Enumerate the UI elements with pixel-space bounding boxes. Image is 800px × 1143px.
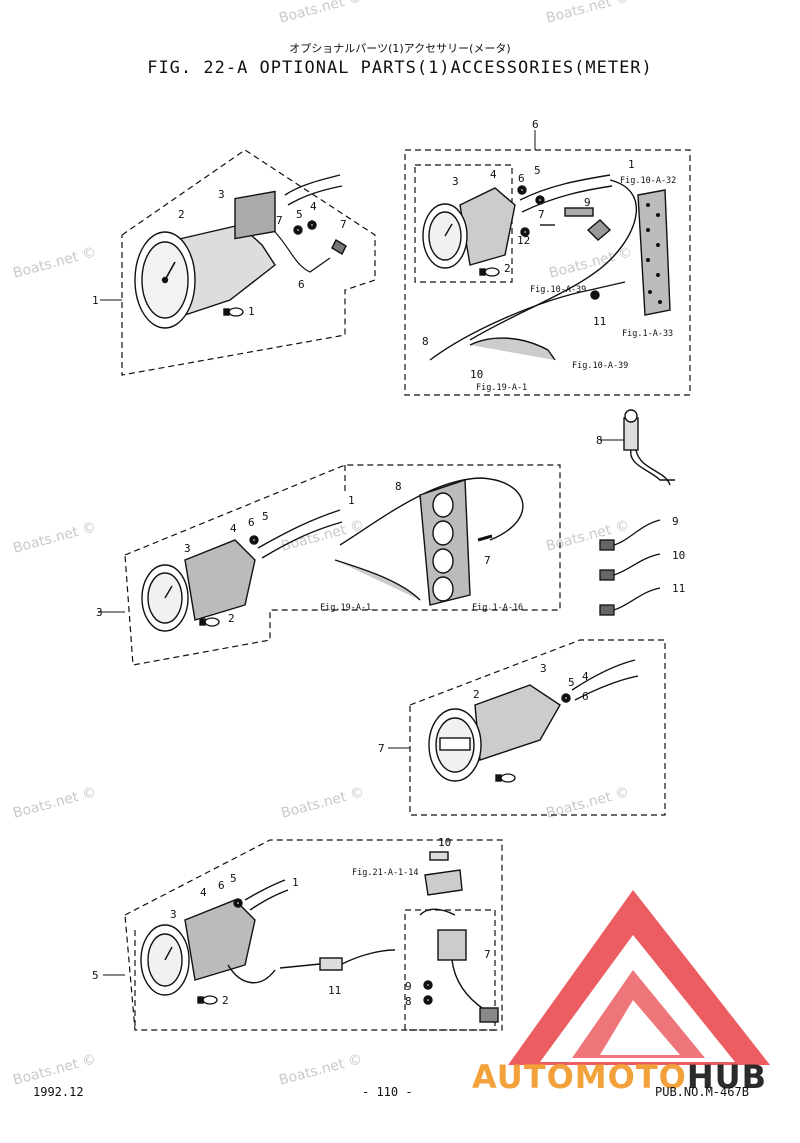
callout: 9 [405, 980, 412, 993]
sender-8 [623, 409, 675, 486]
callout: 4 [200, 886, 207, 899]
callout: 3 [218, 188, 225, 201]
callout: 2 [222, 994, 229, 1007]
callout: 7 [484, 554, 491, 567]
callout: 10 [470, 368, 483, 381]
callout: 5 [534, 164, 541, 177]
callout-g6-assembly: 6 [532, 118, 539, 131]
callout: 8 [405, 995, 412, 1008]
callout-g7-assembly: 7 [378, 742, 385, 755]
callout: 5 [230, 872, 237, 885]
ref-label: Fig.10-A-32 [620, 176, 676, 186]
callout: 3 [452, 175, 459, 188]
ref-label: Fig.21-A-1-14 [352, 868, 419, 878]
callout: 4 [582, 670, 589, 683]
meter-group-3 [141, 477, 524, 632]
callout: 9 [584, 196, 591, 209]
ref-label: Fig.19-A-1 [476, 383, 527, 393]
automotohub-logo-mark [508, 890, 770, 1065]
callout: 11 [593, 315, 606, 328]
callout: 8 [422, 335, 429, 348]
callout-g3-assembly: 3 [96, 606, 103, 619]
callout: 7 [276, 214, 283, 227]
automotohub-logo-text: AUTOMOTOHUB [472, 1058, 768, 1096]
meter-group-1 [134, 174, 347, 329]
callout: 1 [628, 158, 635, 171]
callout: 4 [310, 200, 317, 213]
callout: 11 [328, 984, 341, 997]
callout: 5 [568, 676, 575, 689]
ref-label: Fig.19-A-1 [320, 603, 371, 613]
callout-g1-assembly: 1 [92, 294, 99, 307]
callout: 1 [292, 876, 299, 889]
footer-pub: PUB.NO.M-467B [655, 1085, 749, 1099]
meter-group-7 [428, 659, 639, 783]
callout: 7 [484, 948, 491, 961]
callout: 9 [672, 515, 679, 528]
callout: 10 [672, 549, 685, 562]
callout: 2 [473, 688, 480, 701]
ref-label: Fig.10-A-39 [530, 285, 586, 295]
callout: 2 [504, 262, 511, 275]
footer-page: - 110 - [362, 1085, 413, 1099]
callout: 1 [248, 305, 255, 318]
callout: 7 [340, 218, 347, 231]
callout: 8 [596, 434, 603, 447]
callout: 6 [248, 516, 255, 529]
figure-title: FIG. 22-A OPTIONAL PARTS(1)ACCESSORIES(M… [147, 58, 653, 78]
callout: 4 [490, 168, 497, 181]
meter-group-5 [140, 851, 499, 1023]
callout: 2 [228, 612, 235, 625]
callout: 8 [395, 480, 402, 493]
meter-group-6 [422, 174, 671, 361]
callout: 4 [230, 522, 237, 535]
callout: 5 [296, 208, 303, 221]
callout: 10 [438, 836, 451, 849]
ref-label: Fig.1-A-33 [622, 329, 673, 339]
japanese-title: オプショナルパーツ(1)アクセサリー(メータ) [289, 42, 511, 55]
callout: 6 [218, 879, 225, 892]
callout: 12 [517, 234, 530, 247]
footer-date: 1992.12 [33, 1085, 84, 1099]
callout: 5 [262, 510, 269, 523]
callout: 3 [540, 662, 547, 675]
callout: 7 [538, 208, 545, 221]
callout: 6 [518, 172, 525, 185]
callout: 6 [298, 278, 305, 291]
loose-parts [599, 519, 661, 616]
callout: 2 [178, 208, 185, 221]
callout: 11 [672, 582, 685, 595]
callout: 1 [348, 494, 355, 507]
callout-g5-assembly: 5 [92, 969, 99, 982]
callout: 3 [184, 542, 191, 555]
callout: 6 [582, 690, 589, 703]
ref-label: Fig.10-A-39 [572, 361, 628, 371]
ref-label: Fig.1-A-16 [472, 603, 523, 613]
callout: 3 [170, 908, 177, 921]
